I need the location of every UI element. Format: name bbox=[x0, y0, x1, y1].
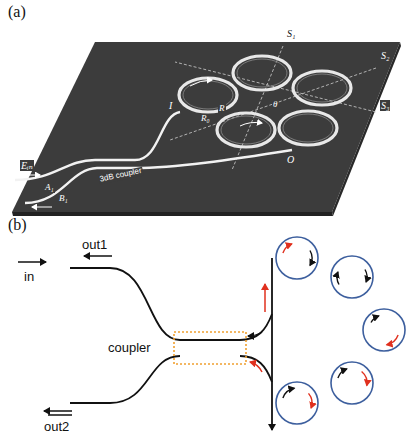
ring bbox=[363, 309, 405, 351]
label: S₂ bbox=[380, 50, 390, 61]
label: R₀ bbox=[200, 114, 211, 124]
circulation-arrow bbox=[362, 372, 367, 386]
ring bbox=[331, 256, 373, 298]
port-arrows bbox=[18, 256, 265, 415]
label: coupler bbox=[108, 341, 151, 355]
microrings-b bbox=[276, 237, 405, 424]
label: (b) bbox=[8, 216, 27, 234]
circulation-arrow bbox=[283, 244, 292, 253]
label: out2 bbox=[44, 420, 69, 434]
label: B₁ bbox=[58, 194, 69, 204]
symmetry-lines bbox=[170, 46, 376, 170]
label: A₁ bbox=[44, 183, 55, 193]
circulation-arrow bbox=[387, 335, 399, 345]
ring bbox=[276, 237, 318, 279]
chip-plate bbox=[12, 42, 400, 212]
label: R bbox=[218, 104, 226, 114]
label: O bbox=[286, 154, 295, 165]
label: S₃ bbox=[380, 100, 390, 111]
flow-arrows bbox=[22, 80, 262, 207]
label: out1 bbox=[82, 238, 107, 252]
plate-edge bbox=[12, 212, 333, 216]
circulation-arrow bbox=[337, 272, 339, 285]
circulation-arrow bbox=[365, 270, 367, 283]
label: in bbox=[24, 270, 34, 284]
label: (a) bbox=[8, 3, 26, 21]
waveguides bbox=[15, 112, 292, 203]
plate-edge bbox=[332, 42, 401, 216]
circulation-arrow bbox=[371, 316, 379, 323]
label: Eᵢₙ bbox=[20, 160, 34, 171]
waveguides-b bbox=[70, 258, 272, 430]
circulation-arrow bbox=[310, 251, 312, 266]
label: I bbox=[168, 100, 173, 111]
coupler-box bbox=[174, 332, 246, 364]
circulation-arrow bbox=[309, 393, 312, 408]
circulation-arrow bbox=[283, 388, 295, 398]
ring bbox=[331, 362, 373, 404]
ring bbox=[276, 382, 318, 424]
label: S₁ bbox=[287, 28, 295, 39]
microrings bbox=[179, 56, 351, 147]
label: θ bbox=[272, 100, 278, 110]
circulation-arrow bbox=[338, 369, 347, 378]
